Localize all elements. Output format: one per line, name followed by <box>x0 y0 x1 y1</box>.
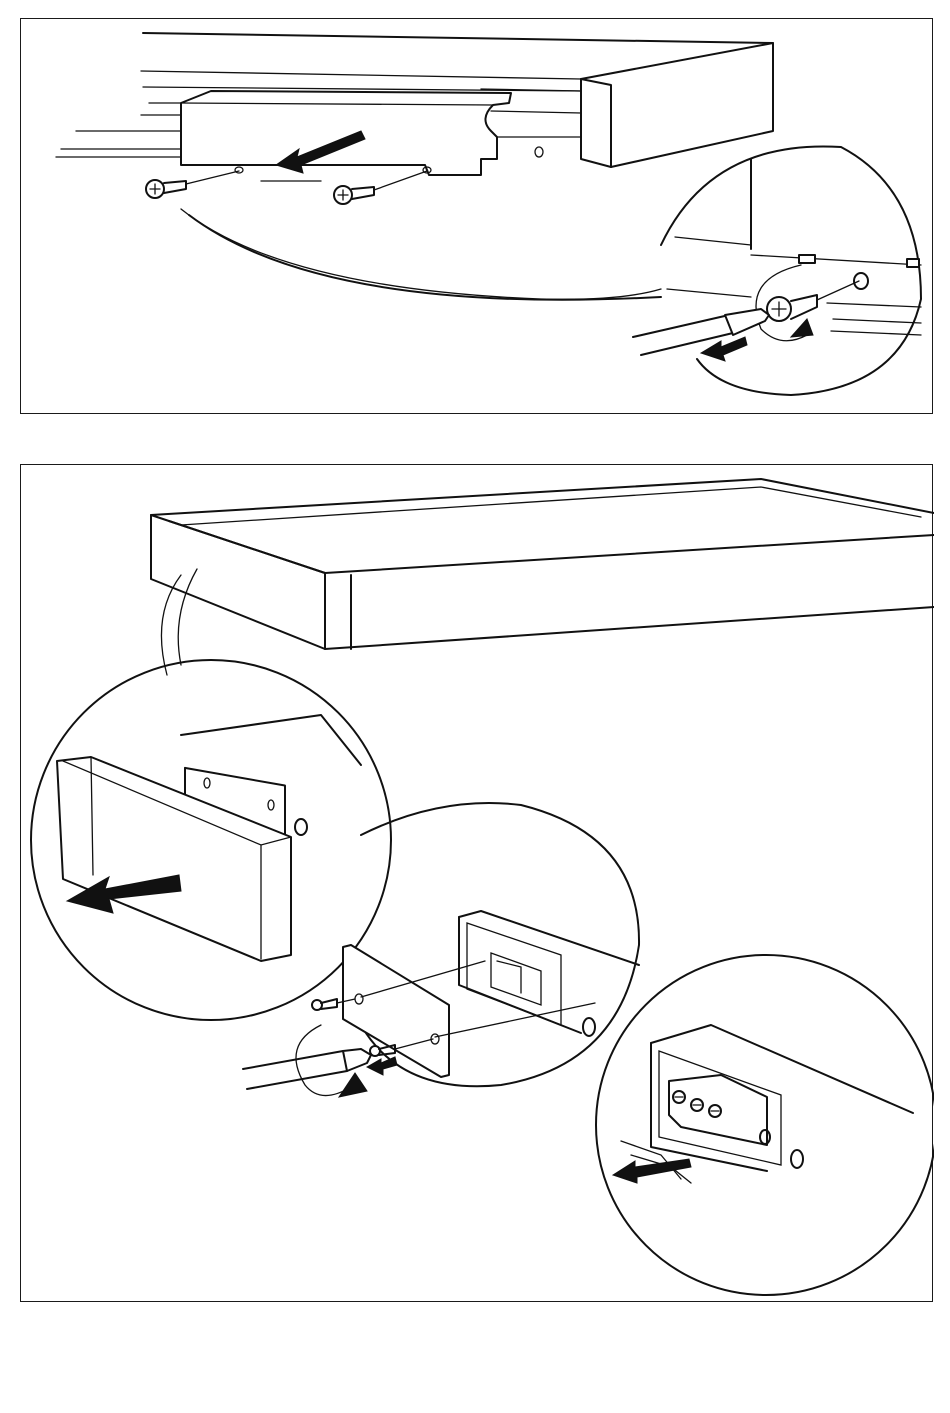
screw-icon <box>334 171 427 204</box>
rotation-arrow-icon <box>296 1025 351 1096</box>
screw-icon <box>146 171 239 198</box>
terminal-housing-body <box>151 479 934 649</box>
cover-plate-detail <box>243 803 639 1097</box>
step-panel-bottom <box>20 464 933 1302</box>
detail-magnifier <box>633 146 921 395</box>
direction-arrow-icon <box>613 1159 691 1183</box>
terminal-block-detail <box>596 955 934 1295</box>
end-cap-detail <box>31 660 391 1020</box>
direction-arrow-icon <box>367 1057 397 1075</box>
bottom-illustration <box>21 465 934 1303</box>
top-illustration <box>21 19 934 415</box>
direction-arrow-icon <box>701 337 747 361</box>
screwdriver-icon <box>633 309 769 355</box>
step-panel-top <box>20 18 933 414</box>
terminal-block-icon <box>669 1075 767 1145</box>
